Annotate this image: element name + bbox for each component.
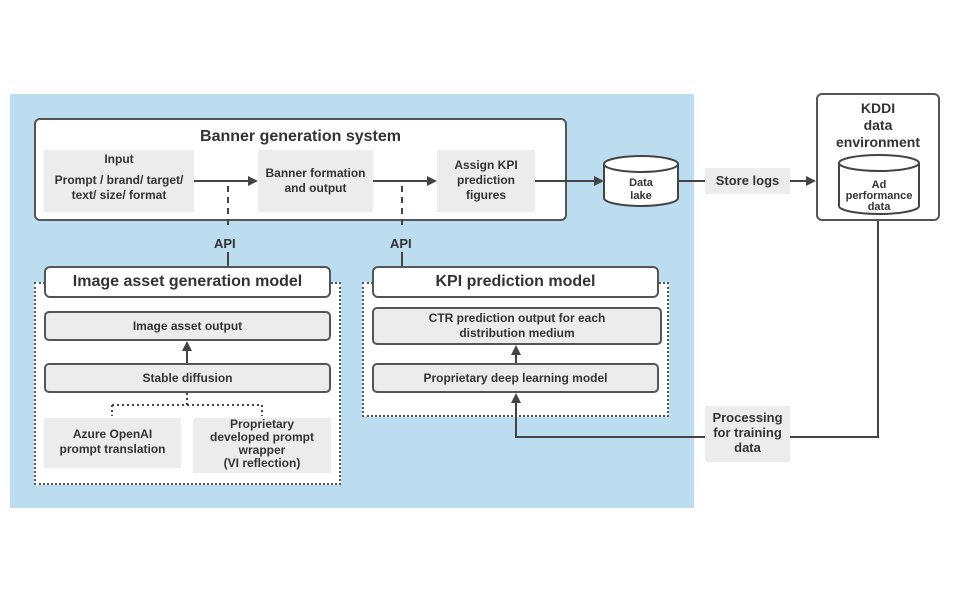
store-logs-label: Store logs (705, 168, 790, 194)
input-box: Input Prompt / brand/ target/ text/ size… (44, 150, 194, 212)
wrapper-line2: developed prompt (209, 430, 314, 444)
data-lake-line1: Data (629, 177, 654, 189)
db-line1: Ad (872, 179, 887, 191)
assign-line3: figures (465, 188, 506, 202)
kddi-title-line1: KDDI (860, 100, 896, 116)
db-line2: performance (846, 190, 913, 202)
ctr-line1: CTR prediction output for each (428, 311, 606, 325)
wrapper-line4: (VI reflection) (223, 456, 301, 470)
kpi-model-title: KPI prediction model (372, 266, 659, 298)
processing-line1: Processing (712, 410, 783, 425)
arrow-processing-to-deep (511, 393, 705, 438)
formation-line1: Banner formation (265, 166, 366, 180)
input-desc-line2: text/ size/ format (71, 188, 167, 202)
line-kddi-to-processing (790, 221, 879, 438)
kddi-title-line2: data (863, 117, 893, 133)
ctr-prediction-box: CTR prediction output for each distribut… (372, 307, 662, 345)
input-desc-line1: Prompt / brand/ target/ (54, 173, 184, 187)
wrapper-line1: Proprietary (229, 417, 295, 431)
azure-openai-box: Azure OpenAI prompt translation (44, 418, 181, 468)
kddi-title-line3: environment (835, 134, 920, 150)
ctr-line2: distribution medium (459, 326, 575, 340)
processing-line2: for training (713, 425, 782, 440)
data-lake-line2: lake (630, 190, 651, 202)
banner-formation-box: Banner formation and output (258, 150, 373, 212)
ad-performance-cylinder: Ad performance data (838, 154, 920, 215)
wrapper-line3: wrapper (238, 443, 286, 457)
api-label-right: API (390, 236, 412, 251)
input-title: Input (104, 152, 134, 166)
api-label-left: API (214, 236, 236, 251)
data-lake-cylinder: Data lake (603, 155, 679, 207)
stable-diffusion-box: Stable diffusion (44, 363, 331, 393)
assign-line1: Assign KPI (454, 158, 518, 172)
db-line3: data (868, 201, 892, 213)
deep-learning-box: Proprietary deep learning model (372, 363, 659, 393)
processing-line3: data (734, 440, 761, 455)
kddi-title: KDDI data environment (818, 100, 938, 151)
assign-kpi-box: Assign KPI prediction figures (437, 150, 535, 212)
image-model-title: Image asset generation model (44, 266, 331, 298)
azure-line1: Azure OpenAI (72, 427, 153, 441)
assign-line2: prediction (456, 173, 515, 187)
processing-label: Processing for training data (705, 406, 790, 462)
azure-line2: prompt translation (59, 442, 166, 456)
banner-system-title: Banner generation system (200, 128, 401, 145)
prompt-wrapper-box: Proprietary developed prompt wrapper (VI… (193, 418, 331, 473)
formation-line2: and output (284, 181, 347, 195)
image-asset-output-box: Image asset output (44, 311, 331, 341)
